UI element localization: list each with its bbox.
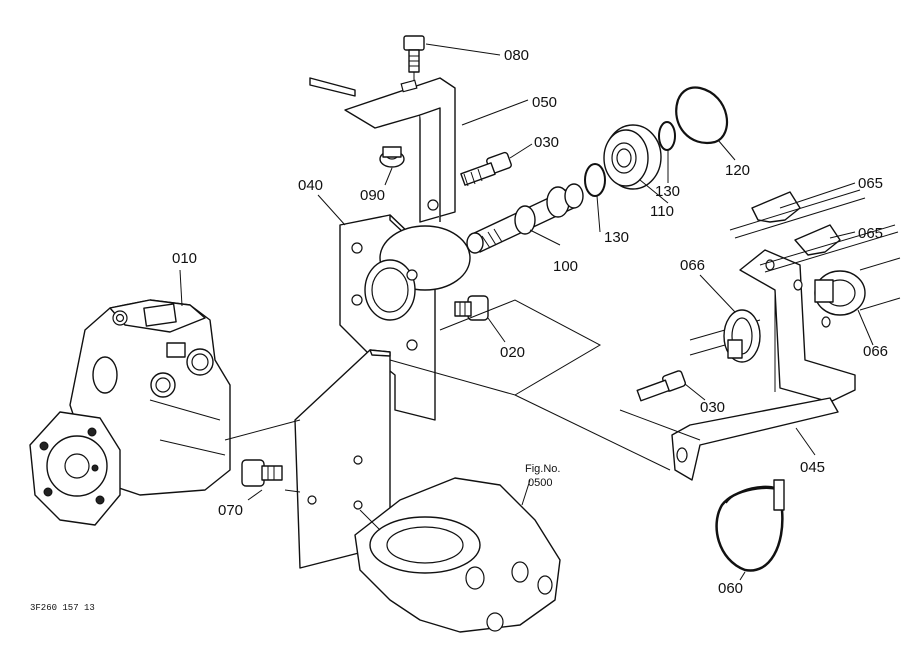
label-066-b: 066 bbox=[863, 343, 888, 360]
label-090: 090 bbox=[360, 187, 385, 204]
label-130-a: 130 bbox=[604, 229, 629, 246]
bolt-020[interactable] bbox=[454, 295, 489, 321]
clip-065-a[interactable] bbox=[729, 189, 866, 239]
nut-090[interactable] bbox=[379, 146, 405, 168]
label-066-a: 066 bbox=[680, 257, 705, 274]
hydraulic-pump-010[interactable] bbox=[29, 299, 231, 526]
clip-065-b[interactable] bbox=[759, 224, 899, 273]
label-010: 010 bbox=[172, 250, 197, 267]
transmission-housing bbox=[354, 477, 561, 633]
fig-ref-label: Fig.No. bbox=[525, 463, 560, 475]
label-080: 080 bbox=[504, 47, 529, 64]
cable-tie-060[interactable] bbox=[715, 479, 785, 572]
label-030-lower: 030 bbox=[700, 399, 725, 416]
clamp-066-b[interactable] bbox=[814, 257, 901, 316]
label-120: 120 bbox=[725, 162, 750, 179]
label-020: 020 bbox=[500, 344, 525, 361]
bracket-040[interactable] bbox=[339, 214, 471, 421]
label-110: 110 bbox=[650, 203, 674, 220]
leader-lines bbox=[179, 43, 874, 581]
drawing-code: 3F260 157 13 bbox=[30, 603, 95, 613]
clamp-066-a[interactable] bbox=[723, 309, 761, 363]
label-060: 060 bbox=[718, 580, 743, 597]
label-070: 070 bbox=[218, 502, 243, 519]
label-100: 100 bbox=[553, 258, 578, 275]
label-040: 040 bbox=[298, 177, 323, 194]
fig-ref-number: 0500 bbox=[528, 477, 552, 489]
bolt-070[interactable] bbox=[241, 459, 283, 487]
bolt-080[interactable] bbox=[403, 35, 425, 73]
assembly-lines bbox=[224, 72, 701, 531]
shaft-100[interactable] bbox=[466, 183, 584, 254]
bolt-030-lower[interactable] bbox=[636, 370, 686, 402]
circlip-130-b[interactable] bbox=[658, 121, 676, 151]
label-065-a: 065 bbox=[858, 175, 883, 192]
bearing-110[interactable] bbox=[603, 124, 662, 190]
label-130-b: 130 bbox=[655, 183, 680, 200]
label-045: 045 bbox=[800, 459, 825, 476]
snap-ring-120[interactable] bbox=[675, 86, 729, 145]
label-065-b: 065 bbox=[858, 225, 883, 242]
circlip-130-a[interactable] bbox=[584, 163, 606, 197]
adapter-plate[interactable] bbox=[294, 349, 391, 569]
bolt-030-upper[interactable] bbox=[460, 151, 512, 187]
label-030-upper: 030 bbox=[534, 134, 559, 151]
bracket-050[interactable] bbox=[309, 77, 456, 223]
label-050: 050 bbox=[532, 94, 557, 111]
